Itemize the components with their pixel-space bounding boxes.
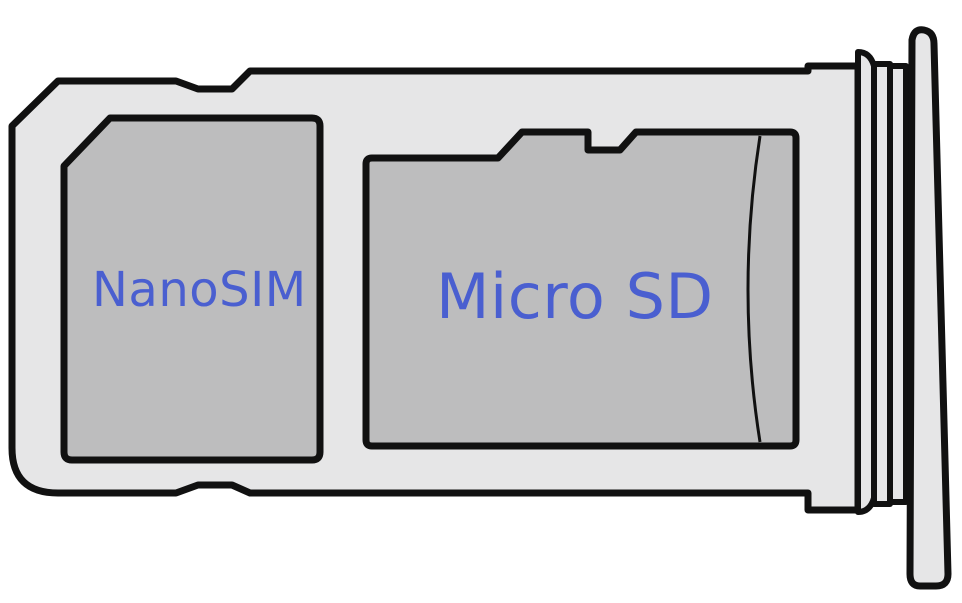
tray-grip-ridge-3 [887,63,909,505]
tray-end-cap [906,26,952,590]
micro-sd-card [362,128,800,450]
nano-sim-card [60,114,324,464]
micro-sd-label: Micro SD [436,260,714,333]
nano-sim-label: NanoSIM [92,262,307,318]
micro-sd-edge-curve [746,135,762,443]
